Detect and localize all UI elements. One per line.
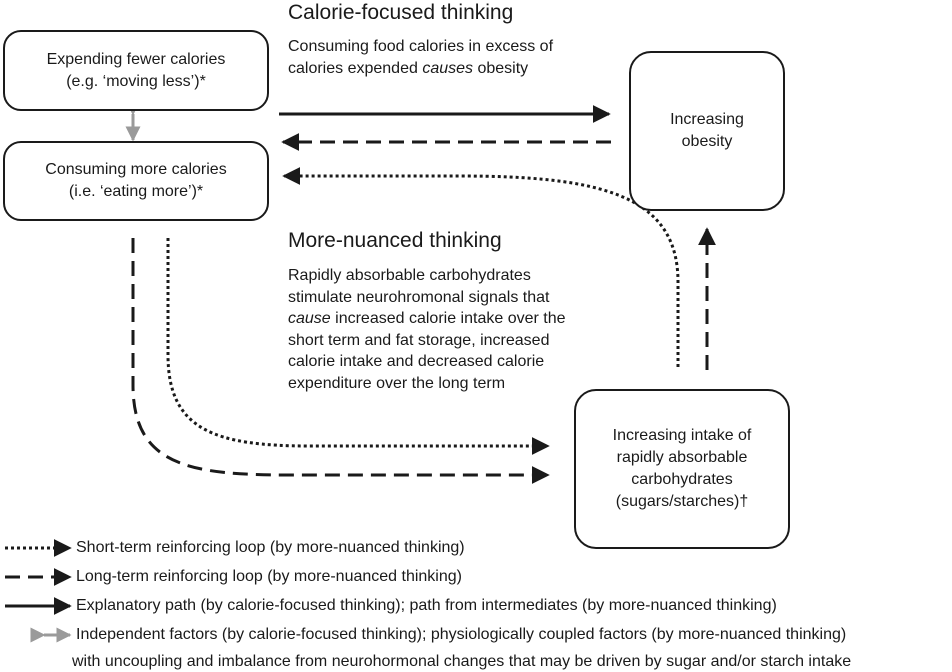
- desc-nuanced-line3-post: increased calorie intake over the: [330, 310, 566, 327]
- desc-nuanced-line4: short term and fat storage, increased: [288, 331, 550, 349]
- legend-dotted-label: Short-term reinforcing loop (by more-nua…: [76, 539, 465, 556]
- box-carbs-line4: (sugars/starches)†: [615, 493, 749, 510]
- legend-solid-label: Explanatory path (by calorie-focused thi…: [76, 597, 777, 614]
- box-increasing-carb-intake: Increasing intake of rapidly absorbable …: [574, 389, 790, 549]
- box-obesity-line2: obesity: [681, 133, 733, 150]
- desc-nuanced-line6: expenditure over the long term: [288, 374, 506, 392]
- desc-calorie-focused: Consuming food calories in excess of cal…: [288, 36, 553, 79]
- desc-nuanced-line3-em: cause: [288, 310, 331, 327]
- box-carbs-line3: carbohydrates: [631, 471, 733, 488]
- desc-calorie-line2-em: causes: [422, 59, 474, 77]
- box-carbs-line2: rapidly absorbable: [616, 449, 748, 466]
- box-expending-line1: Expending fewer calories: [46, 50, 226, 68]
- desc-nuanced-line3: cause increased calorie intake over the: [288, 308, 566, 330]
- box-consuming-more-calories: Consuming more calories (i.e. ‘eating mo…: [3, 141, 269, 221]
- desc-calorie-line2-pre: calories expended: [288, 59, 423, 77]
- box-consuming-line1: Consuming more calories: [45, 161, 227, 178]
- legend-double-label-cont: with uncoupling and imbalance from neuro…: [72, 653, 852, 670]
- desc-nuanced-line1: Rapidly absorbable carbohydrates: [288, 267, 531, 284]
- box-obesity-line1: Increasing: [670, 111, 744, 128]
- arrow-consuming-to-carbs-dashed: [131, 238, 550, 484]
- arrow-carbs-to-consuming-dotted: [282, 167, 680, 367]
- legend-dashed-label: Long-term reinforcing loop (by more-nuan…: [76, 568, 462, 585]
- box-increasing-obesity: Increasing obesity: [629, 51, 785, 211]
- desc-calorie-line2: calories expended causes obesity: [288, 58, 553, 80]
- box-carbs-line1: Increasing intake of: [612, 427, 752, 444]
- desc-calorie-line1: Consuming food calories in excess of: [288, 38, 554, 55]
- arrow-consuming-to-carbs-dotted: [166, 238, 550, 455]
- desc-more-nuanced: Rapidly absorbable carbohydrates stimula…: [288, 265, 566, 394]
- heading-calorie-focused: Calorie-focused thinking: [288, 1, 514, 24]
- legend-double-label: Independent factors (by calorie-focused …: [76, 626, 847, 643]
- box-expending-fewer-calories: Expending fewer calories (e.g. ‘moving l…: [3, 30, 269, 111]
- desc-nuanced-line5: calorie intake and decreased calorie: [288, 353, 545, 370]
- heading-more-nuanced: More-nuanced thinking: [288, 229, 502, 252]
- desc-nuanced-line2: stimulate neurohromonal signals that: [288, 288, 550, 306]
- box-expending-line2: (e.g. ‘moving less’)*: [66, 72, 206, 90]
- desc-calorie-line2-post: obesity: [473, 59, 529, 77]
- box-consuming-line2: (i.e. ‘eating more’)*: [68, 183, 204, 200]
